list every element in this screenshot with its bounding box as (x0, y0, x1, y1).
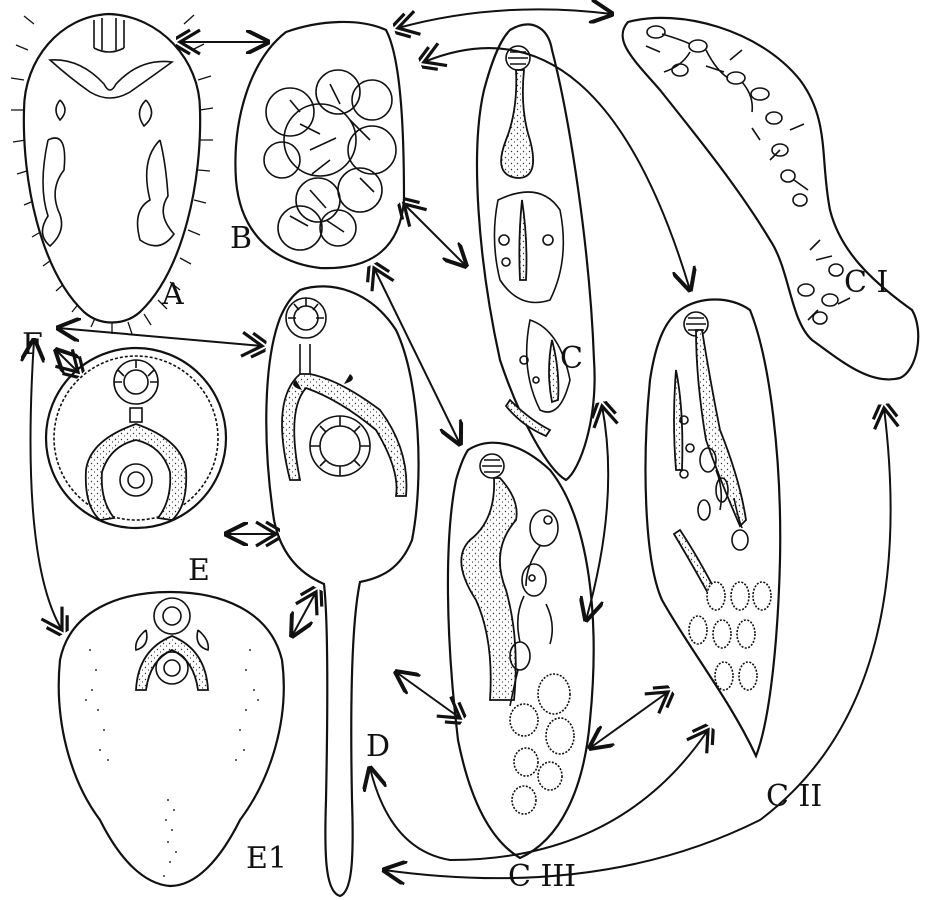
label-cii: C II (766, 779, 822, 814)
label-e: E (188, 553, 210, 588)
stage-b-sporocyst (235, 22, 404, 268)
arrow-e1-to-f (31, 340, 63, 630)
stage-cii-redia (646, 300, 781, 757)
stage-d-cercaria (266, 286, 418, 896)
label-d: D (366, 729, 390, 764)
label-ciii: C III (508, 859, 576, 894)
stage-c-redia (477, 24, 595, 480)
label-c: C (560, 341, 583, 376)
arrow-d-to-f (58, 328, 262, 346)
label-a: A (161, 277, 184, 312)
label-e1: E1 (246, 841, 287, 876)
arrow-d-to-e1 (292, 592, 316, 636)
arrow-b-to-c (404, 204, 466, 266)
arrow-e-to-f (56, 350, 78, 372)
label-b: B (230, 221, 252, 256)
arrow-to-ciii-eggs (590, 692, 668, 748)
stage-e-cyst (46, 348, 226, 528)
arrow-b-to-ci (398, 9, 612, 28)
arrow-ciii-d (396, 672, 460, 718)
label-f: F (22, 327, 43, 362)
label-ci: C I (844, 265, 888, 300)
stage-ciii-redia (448, 443, 594, 858)
